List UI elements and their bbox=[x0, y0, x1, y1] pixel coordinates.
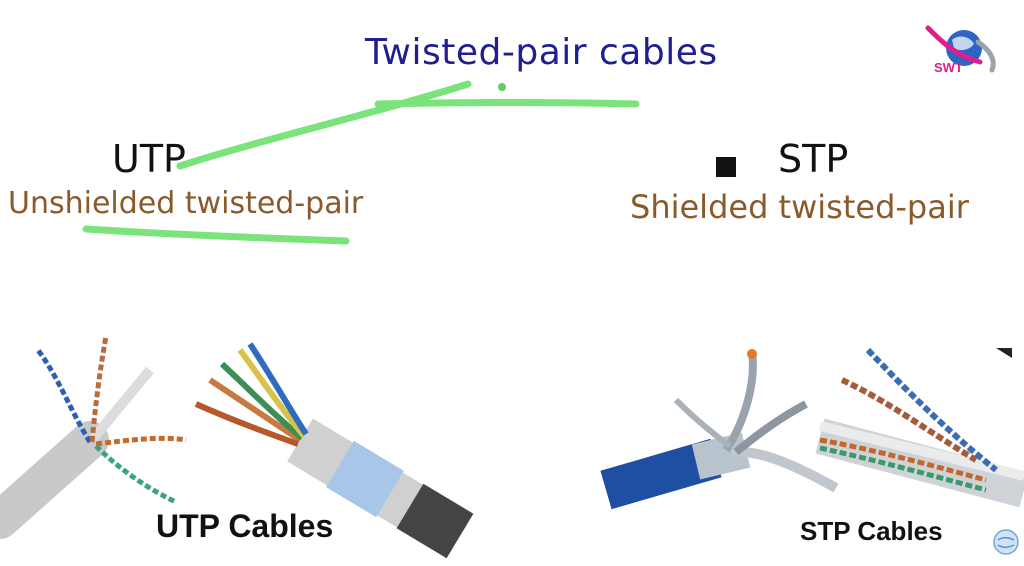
slide-title: Twisted-pair cables bbox=[365, 32, 718, 73]
cursor-square-icon bbox=[716, 157, 736, 177]
globe-icon bbox=[993, 529, 1019, 555]
utp-abbreviation: UTP bbox=[112, 137, 186, 181]
logo-text: SWT bbox=[934, 60, 963, 75]
stp-cables-photo bbox=[600, 347, 1024, 510]
swt-logo-icon: SWT bbox=[925, 25, 996, 75]
utp-cables-caption: UTP Cables bbox=[156, 508, 334, 544]
stp-abbreviation: STP bbox=[778, 137, 849, 181]
stp-cables-caption: STP Cables bbox=[800, 516, 943, 546]
utp-full-name: Unshielded twisted-pair bbox=[8, 186, 364, 221]
utp-cables-photo bbox=[0, 335, 474, 559]
stp-full-name: Shielded twisted-pair bbox=[630, 188, 969, 226]
